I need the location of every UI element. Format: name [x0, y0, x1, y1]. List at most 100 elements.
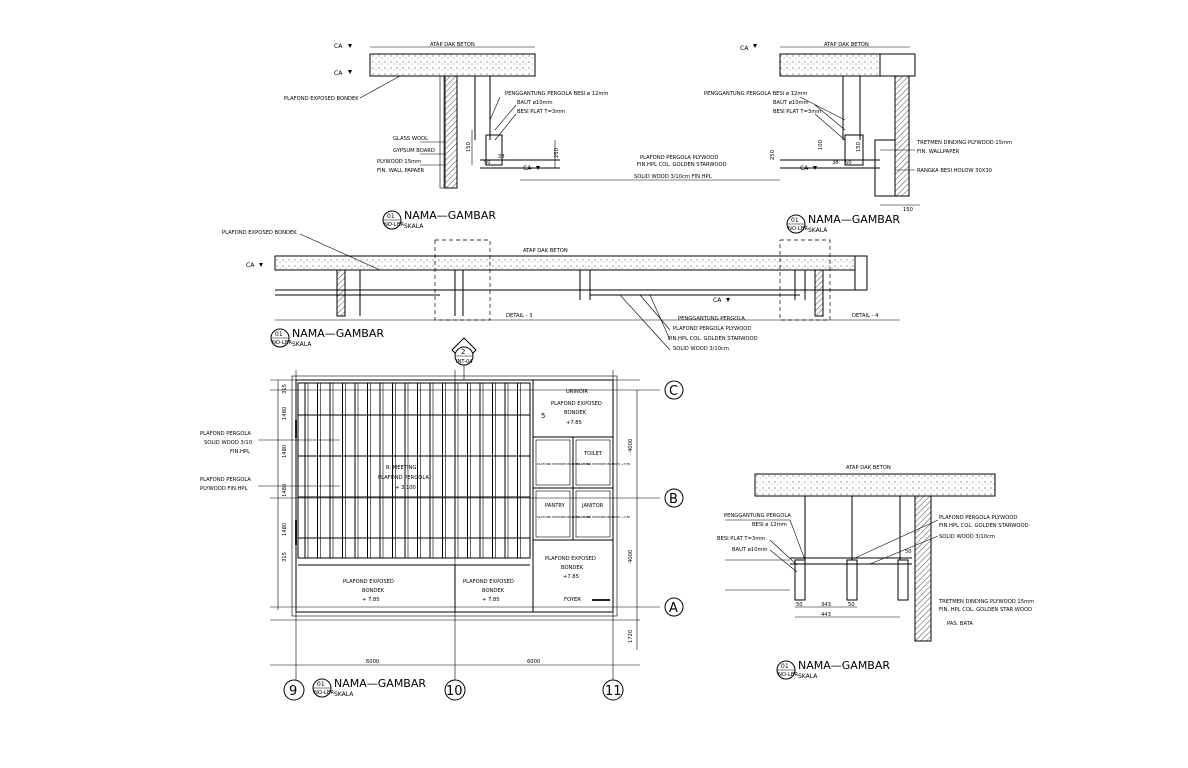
- plan-dim-left-5: 1480: [282, 523, 288, 536]
- plan-dim-right-1: 4000: [628, 439, 634, 452]
- label-fin-hpl-br-2: FIN. HPL COL. GOLDEN STAR WOOD: [939, 607, 1032, 613]
- dim-443: 443: [821, 612, 831, 618]
- plan-dim-left-2: 1480: [282, 407, 288, 420]
- plan-note-2: SOLID WOOD 3/10: [204, 440, 252, 446]
- ceiling-plan: 2 INT-04 PLAFOND PERGOLA SOLID WOOD 3/10…: [200, 337, 684, 701]
- label-plafond-exposed-mid: PLAFOND EXPOSED BONDEK: [222, 230, 297, 236]
- label-baut-right: BAUT ø10mm: [773, 100, 809, 106]
- wall-section: [444, 75, 458, 189]
- grid-bubble-9: 9: [289, 684, 297, 699]
- room-janitor: JANITOR: [581, 503, 604, 509]
- label-solid-wood-mid: SOLID WOOD 3/10cm: [673, 346, 729, 352]
- room-urinoir: URINOIR: [566, 389, 588, 395]
- dim-50-b: 50: [848, 602, 855, 608]
- label-fin-hpl: FIN.HPL COL. GOLDEN STARWOOD: [637, 162, 727, 168]
- label-glass-wool: GLASS WOOL: [393, 136, 428, 142]
- level-mark-2: CA: [334, 70, 343, 77]
- title-blocks: 01NO-LBRNAMA—GAMBARSKALA01NO-LBRNAMA—GAM…: [270, 209, 900, 698]
- title-number: 01: [781, 663, 789, 670]
- label-solid-wood-br: SOLID WOOD 3/10cm: [939, 534, 995, 540]
- label-detail-3: DETAIL - 3: [506, 313, 532, 319]
- title-sheet-ref: NO-LBR: [384, 222, 404, 228]
- title-name: NAMA—GAMBAR: [404, 209, 496, 222]
- label-fin-wall: FIN. WALL PAPAER: [377, 168, 424, 174]
- label-penggantung-right: PENGGANTUNG PERGOLA BESI ø 12mm: [704, 91, 807, 97]
- room-bottom-mid-level: + 7.85: [482, 597, 500, 603]
- label-plafond-pergola: PLAFOND PERGOLA PLYWOOD: [640, 155, 718, 161]
- grid-bubble-11: 11: [605, 684, 622, 699]
- label-plafond-exposed: PLAFOND EXPOSED BONDEK: [284, 96, 359, 102]
- room-bottom-left-2: BONDEK: [362, 588, 385, 594]
- room-bottom-left: PLAFOND EXPOSED: [343, 579, 394, 585]
- dim-50-c: 50: [905, 549, 912, 555]
- label-treatment: TRETMEN DINDING PLYWOOD 15mm: [916, 140, 1012, 146]
- dim-150-bottom: 150: [903, 207, 913, 213]
- title-number: 01: [275, 331, 283, 338]
- label-rangka: RANGKA BESI HOLOW 30X30: [917, 168, 992, 174]
- room-pantry: PANTRY: [545, 503, 566, 509]
- room-meeting-sub: PLAFOND PERGOLA: [378, 475, 429, 481]
- dim-50: 50: [484, 160, 491, 166]
- dim-150-right: 150: [856, 142, 862, 152]
- plan-dim-left-3: 1480: [282, 445, 288, 458]
- plan-dim-right-2: 4000: [628, 550, 634, 563]
- label-atap: ATAP DAK BETON: [430, 42, 475, 48]
- dim-250-right: 250: [770, 150, 776, 160]
- grid-bubble-c: C: [669, 384, 678, 399]
- room-urinoir-sub: PLAFOND EXPOSED: [551, 401, 602, 407]
- room-bottom-left-level: + 7.85: [362, 597, 380, 603]
- plan-note-4: PLAFOND PERGOLA: [200, 477, 251, 483]
- detail-bottom-right: ATAP DAK BETON PENGGANTUNG PERGOLA BESI …: [717, 465, 1034, 642]
- label-baut-br: BAUT ø10mm: [732, 547, 768, 553]
- section-marker-ref: INT-04: [456, 359, 473, 365]
- plan-note-3: FIN.HPL: [230, 449, 250, 455]
- plan-note-5: PLYWOOD FIN.HPL: [200, 486, 248, 492]
- title-sheet-ref: NO-LBR: [778, 672, 798, 678]
- plan-note-1: PLAFOND PERGOLA: [200, 431, 251, 437]
- dim-38-right: 38: [832, 160, 839, 166]
- title-number: 01: [791, 217, 799, 224]
- plan-dim-left-6: 315: [282, 552, 288, 562]
- label-fin-wallpaper: FIN. WALLPAPER: [917, 149, 960, 155]
- detail-top-left: CA CA ATAP DAK BETON PLAFOND EXPOSED BON…: [284, 42, 780, 189]
- label-baut: BAUT ø10mm: [517, 100, 553, 106]
- label-plafond-pergola-br: PLAFOND PERGOLA PLYWOOD: [939, 515, 1017, 521]
- title-number: 01: [317, 681, 325, 688]
- label-atap-right: ATAP DAK BETON: [824, 42, 869, 48]
- detail-top-right: CA ATAP DAK BETON PENGGANTUNG PERGOLA BE…: [704, 42, 1012, 213]
- dim-343: 343: [821, 602, 831, 608]
- label-besi-plat-br: BESI PLAT T=3mm: [717, 536, 765, 542]
- label-pas-bata: PAS. BATA: [947, 621, 973, 627]
- level-mark-mid: CA: [523, 165, 532, 172]
- label-detail-4: DETAIL - 4: [852, 313, 879, 319]
- section-marker: 2 INT-04: [451, 337, 477, 380]
- level-mark-section: CA: [246, 262, 255, 269]
- grid-bubble-b: B: [669, 492, 678, 507]
- title-sheet-ref: NO-LBR: [314, 690, 334, 696]
- room-foyer: FOYER: [564, 597, 581, 603]
- label-penggantung: PENGGANTUNG PERGOLA BESI ø 12mm: [505, 91, 608, 97]
- section-marker-number: 2: [461, 348, 465, 356]
- section-middle: PLAFOND EXPOSED BONDEK CA ATAP DAK BETON…: [222, 230, 900, 352]
- label-besi-plat-right: BESI PLAT T=3mm: [773, 109, 821, 115]
- label-gypsum: GYPSUM BOARD: [393, 148, 435, 154]
- plan-dim-right-3: 1720: [628, 630, 634, 643]
- label-plywood: PLYWOOD 15mm: [377, 159, 421, 165]
- room-urinoir-sub2: BONDEK: [564, 410, 587, 416]
- room-toilet-sub: PLAFOND EXPOSED BONDEK +7.85: [577, 462, 630, 466]
- dim-38: 38: [498, 154, 505, 160]
- plan-number-5: 5: [541, 412, 545, 420]
- room-foyer-sub: PLAFOND EXPOSED: [545, 556, 596, 562]
- grid-bubble-10: 10: [446, 684, 463, 699]
- room-urinoir-level: +7.85: [566, 420, 582, 426]
- plan-dim-left-1: 315: [282, 384, 288, 394]
- dim-250: 250: [554, 148, 560, 158]
- label-fin-hpl-mid: FIN.HPL COL. GOLDEN STARWOOD: [668, 336, 758, 342]
- title-number: 01: [387, 213, 395, 220]
